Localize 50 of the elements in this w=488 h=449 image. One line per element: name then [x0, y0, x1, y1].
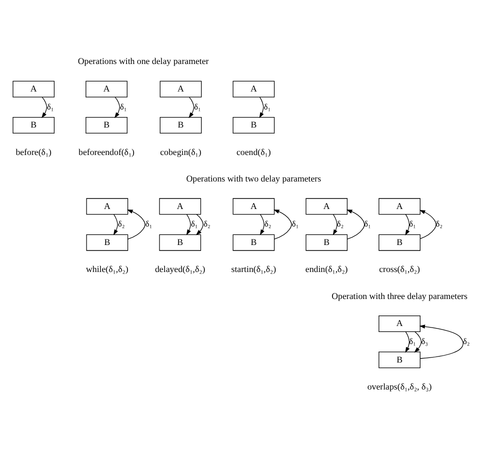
node-box: B — [86, 234, 128, 251]
arrow — [419, 324, 464, 359]
arrow — [414, 331, 422, 353]
node-box: B — [378, 234, 420, 251]
label: Operation with three delay parameters — [332, 290, 468, 301]
node-label: while(δ₁,δ₂) — [86, 264, 128, 274]
node-box: A — [160, 80, 202, 98]
node-label: before(δ₁) — [16, 146, 52, 157]
node-label: delayed(δ₁,δ₂) — [155, 264, 206, 274]
arrow — [114, 96, 120, 118]
label: Operations with one delay parameter — [78, 56, 209, 66]
node-label: startin(δ₁,δ₂) — [231, 264, 276, 274]
arrow — [188, 96, 194, 118]
arrow — [113, 214, 118, 236]
node-box: A — [306, 198, 348, 215]
node-box: A — [378, 198, 420, 215]
label: Operations with two delay parameters — [186, 174, 322, 184]
node-box: A — [12, 80, 55, 98]
node-box: B — [159, 234, 202, 251]
node-box: B — [306, 234, 348, 251]
arrow — [42, 96, 48, 118]
node-label: coend(δ₁) — [236, 146, 271, 157]
node-box: B — [232, 234, 275, 251]
node-box: B — [160, 117, 202, 134]
node-label: overlaps(δ₁,δ₂, δ₃) — [367, 382, 432, 392]
node-box: A — [86, 80, 128, 98]
node-label: cobegin(δ₁) — [160, 146, 202, 157]
node-box: A — [232, 80, 275, 98]
arrow — [259, 96, 264, 118]
node-box: A — [86, 198, 128, 215]
node-box: A — [232, 198, 275, 215]
arrow — [260, 214, 264, 236]
node-box: A — [378, 316, 420, 332]
node-label: endin(δ₁,δ₂) — [305, 264, 348, 274]
arrow — [274, 210, 292, 240]
node-box: B — [86, 117, 128, 134]
arrow — [332, 214, 338, 236]
arrow — [127, 210, 146, 240]
arrow — [186, 214, 191, 236]
node-box: A — [159, 198, 202, 215]
arrow — [405, 214, 410, 236]
node-box: B — [232, 117, 275, 134]
node-label: beforeendof(δ₁) — [78, 146, 135, 157]
node-box: B — [12, 117, 55, 134]
node-box: B — [378, 352, 420, 368]
arrow — [419, 210, 436, 239]
arrow — [346, 210, 365, 240]
arrow — [196, 214, 204, 236]
arrow — [405, 331, 410, 353]
node-label: cross(δ₁,δ₂) — [379, 264, 420, 274]
